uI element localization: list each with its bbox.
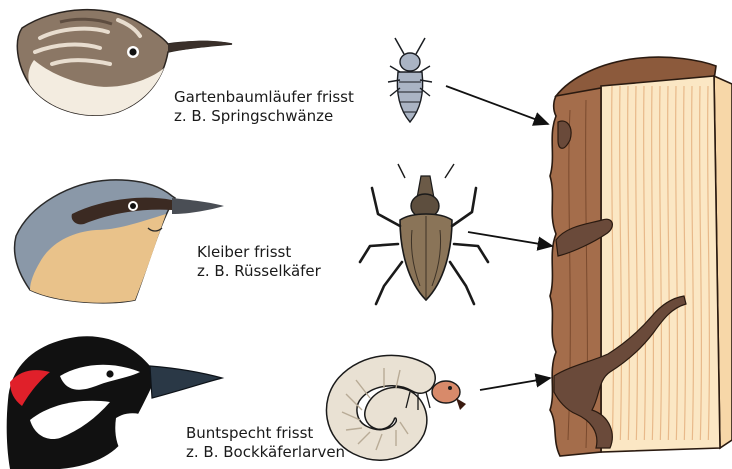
caption-line: z. B. Rüsselkäfer xyxy=(197,262,321,281)
caption-nuthatch: Kleiber frisst z. B. Rüsselkäfer xyxy=(197,243,321,281)
caption-line: Kleiber frisst xyxy=(197,243,321,262)
caption-line: z. B. Bockkäferlarven xyxy=(186,443,345,462)
caption-woodpecker: Buntspecht frisst z. B. Bockkäferlarven xyxy=(186,424,345,462)
arrow-springtail-to-bark xyxy=(446,86,548,124)
caption-line: Buntspecht frisst xyxy=(186,424,345,443)
bark-wood-block-icon xyxy=(550,57,732,456)
springtail-insect-icon xyxy=(388,38,432,122)
weevil-beetle-icon xyxy=(360,164,488,304)
arrow-larva-to-bark xyxy=(480,378,550,390)
longhorn-larva-icon xyxy=(342,368,466,450)
caption-line: Gartenbaumläufer frisst xyxy=(174,88,354,107)
caption-treecreeper: Gartenbaumläufer frisst z. B. Springschw… xyxy=(174,88,354,126)
caption-line: z. B. Springschwänze xyxy=(174,107,354,126)
nuthatch-head-icon xyxy=(15,180,224,303)
arrow-weevil-to-bark xyxy=(468,232,552,246)
